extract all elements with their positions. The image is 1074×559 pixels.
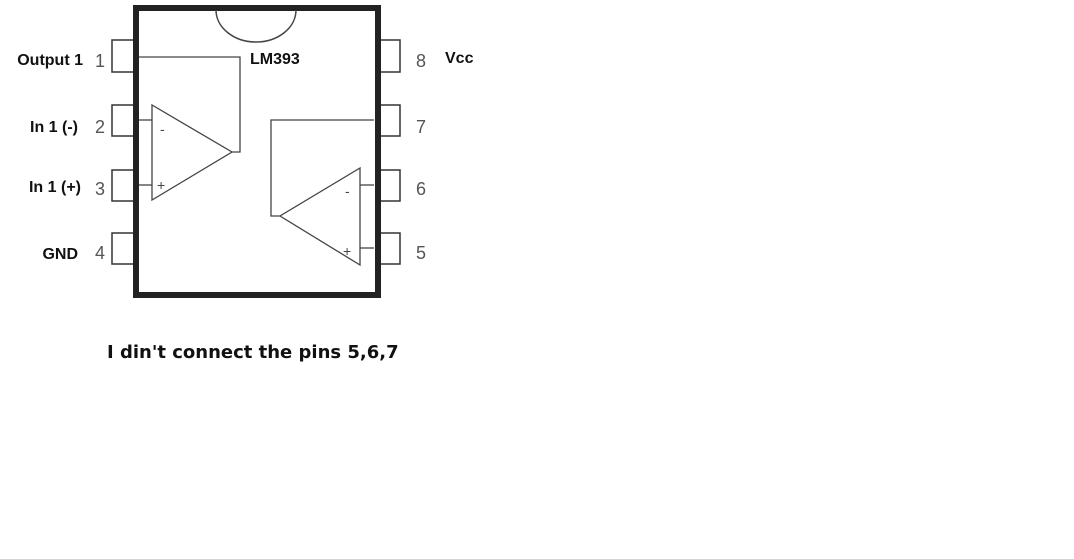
- left-pins: [111, 39, 135, 265]
- chip-body: [133, 5, 381, 298]
- note-text: I din't connect the pins 5,6,7: [107, 342, 399, 363]
- minus-sign: -: [160, 121, 165, 137]
- pin-label: Output 1: [17, 52, 83, 69]
- chip-name: LM393: [250, 51, 300, 68]
- pin-number: 7: [416, 117, 426, 137]
- pin-8: [378, 39, 401, 73]
- pin-label: In 1 (-): [30, 119, 78, 136]
- pin-number: 6: [416, 179, 426, 199]
- pin-number: 3: [95, 179, 105, 199]
- pin-number: 4: [95, 243, 105, 263]
- pin-5: [378, 232, 401, 265]
- pin-number: 2: [95, 117, 105, 137]
- pin-3: [111, 169, 135, 202]
- minus-sign: -: [345, 183, 350, 199]
- comparator-2: [270, 119, 374, 267]
- chip-notch: [215, 9, 297, 43]
- pin-number: 1: [95, 51, 105, 71]
- pin-7: [378, 104, 401, 137]
- pin-number: 5: [416, 243, 426, 263]
- pin-number: 8: [416, 51, 426, 71]
- pin-1: [111, 39, 135, 73]
- pin-label: In 1 (+): [29, 179, 81, 196]
- plus-sign: +: [157, 177, 165, 193]
- pin-label: Vcc: [445, 50, 474, 67]
- comparator-1: [139, 56, 241, 202]
- pin-4: [111, 232, 135, 265]
- pin-label: GND: [42, 246, 78, 263]
- plus-sign: +: [343, 243, 351, 259]
- pin-6: [378, 169, 401, 202]
- pin-2: [111, 104, 135, 137]
- right-pins: [378, 39, 401, 265]
